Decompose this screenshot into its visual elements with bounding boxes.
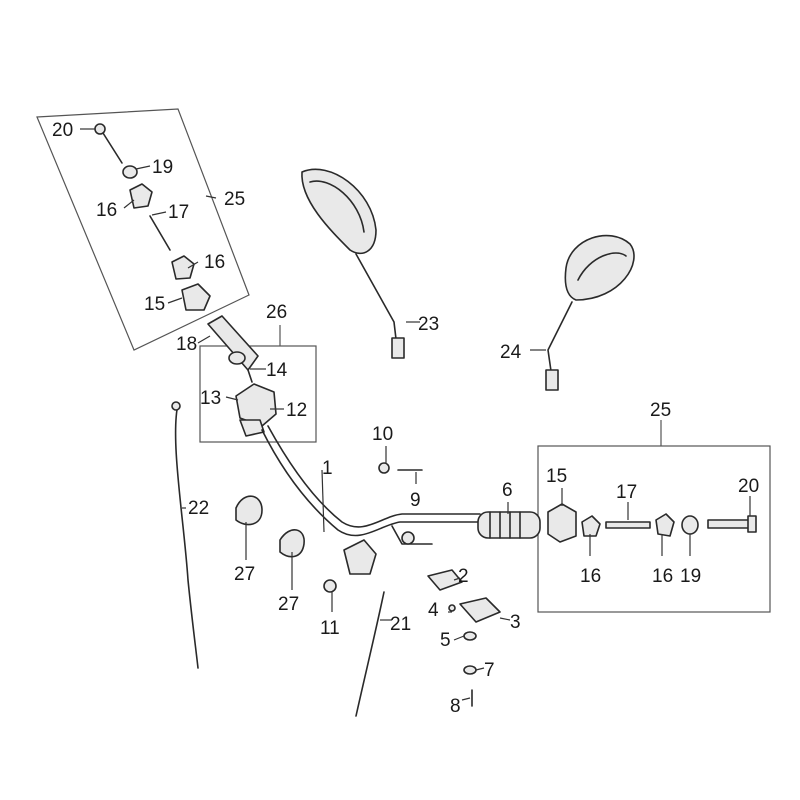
callout-27-a: 27 [234, 564, 255, 585]
callout-17-right: 17 [616, 482, 637, 503]
callout-8: 8 [450, 696, 461, 717]
part-3-lever [459, 597, 501, 623]
callout-17-upper-left: 17 [168, 202, 189, 223]
callout-20-right: 20 [738, 476, 759, 497]
group-box-26 [199, 345, 317, 443]
part-19-washer-right [681, 515, 699, 535]
callout-22: 22 [188, 498, 209, 519]
callout-25-upper-left: 25 [224, 189, 245, 210]
callout-5: 5 [440, 630, 451, 651]
part-16-holder-right-b [655, 513, 675, 537]
part-22-cable [174, 403, 199, 669]
part-24-mirror-base [545, 369, 559, 391]
callout-10: 10 [372, 424, 393, 445]
callout-2: 2 [458, 566, 469, 587]
handlebar [261, 425, 481, 575]
callout-16-upper-left-lower: 16 [204, 252, 225, 273]
callout-16-upper-left: 16 [96, 200, 117, 221]
callout-7: 7 [484, 660, 495, 681]
part-13-switch-lower [239, 419, 265, 437]
callout-19-upper-left: 19 [152, 157, 173, 178]
callout-6: 6 [502, 480, 513, 501]
callout-25-right: 25 [650, 400, 671, 421]
part-18-grip-end [228, 351, 246, 365]
callout-24: 24 [500, 342, 522, 363]
callout-15-right: 15 [546, 466, 567, 487]
throttle-assembly-exploded [94, 123, 259, 371]
part-23-mirror-base [391, 337, 405, 359]
callout-15-upper-left: 15 [144, 294, 165, 315]
part-16-holder-lower [171, 255, 195, 280]
callout-16-right-a: 16 [580, 566, 601, 587]
part-20-bolt-head-right [747, 515, 757, 533]
part-24-mirror-stem [547, 301, 573, 379]
part-1-handlebar-top [261, 429, 481, 537]
callout-9: 9 [410, 490, 421, 511]
part-17-pin [149, 215, 171, 251]
part-6-grip [477, 511, 541, 539]
part-11-nut [323, 579, 337, 593]
callout-21: 21 [390, 614, 411, 635]
group-box-25-left [36, 108, 250, 351]
part-24-mirror-head [564, 234, 635, 301]
callout-labels: 20 19 16 17 25 16 15 18 26 14 13 12 10 1… [52, 120, 759, 717]
mirror-right [545, 234, 635, 391]
callout-4: 4 [428, 600, 439, 621]
callout-11: 11 [320, 618, 340, 639]
part-1-bracket-hole [401, 531, 415, 545]
right-throttle-assembly [547, 503, 757, 543]
callout-27-b: 27 [278, 594, 299, 615]
right-grip [477, 511, 541, 539]
callout-1: 1 [322, 458, 333, 479]
part-27-clamp-b [279, 529, 305, 558]
part-2-lever-bracket [427, 569, 463, 591]
part-5-washer [463, 631, 477, 641]
part-21-cable [355, 591, 385, 717]
mirror-left [301, 168, 405, 359]
part-20-bolt-shank [102, 132, 123, 164]
part-1-bracket [391, 525, 433, 545]
callout-3: 3 [510, 612, 521, 633]
callout-26: 26 [266, 302, 287, 323]
part-1-clamp [343, 539, 377, 575]
callout-19-right: 19 [680, 566, 701, 587]
leader-lines [80, 128, 751, 701]
part-20-bolt-right [707, 519, 751, 529]
part-17-pin-right [605, 521, 651, 529]
callout-12: 12 [286, 400, 307, 421]
part-16-holder [129, 183, 153, 209]
part-1-handlebar-bottom [267, 425, 481, 528]
part-15-housing [181, 283, 211, 311]
part-16-holder-right-a [581, 515, 601, 537]
part-10-nut [378, 462, 390, 474]
part-15-housing-right [547, 503, 577, 543]
part-14-screw [247, 369, 253, 383]
callout-23: 23 [418, 314, 439, 335]
part-4-screw [448, 604, 456, 612]
part-23-mirror-head [301, 168, 377, 255]
part-19-washer [122, 165, 138, 179]
callout-18: 18 [176, 334, 197, 355]
switch-assembly [235, 369, 277, 437]
callout-14: 14 [266, 360, 288, 381]
part-27-clamp-a [235, 495, 263, 526]
part-12-switch-housing [235, 383, 277, 427]
part-7-washer [463, 665, 477, 675]
callout-16-right-b: 16 [652, 566, 673, 587]
callout-20-upper-left: 20 [52, 120, 73, 141]
callout-13: 13 [200, 388, 221, 409]
